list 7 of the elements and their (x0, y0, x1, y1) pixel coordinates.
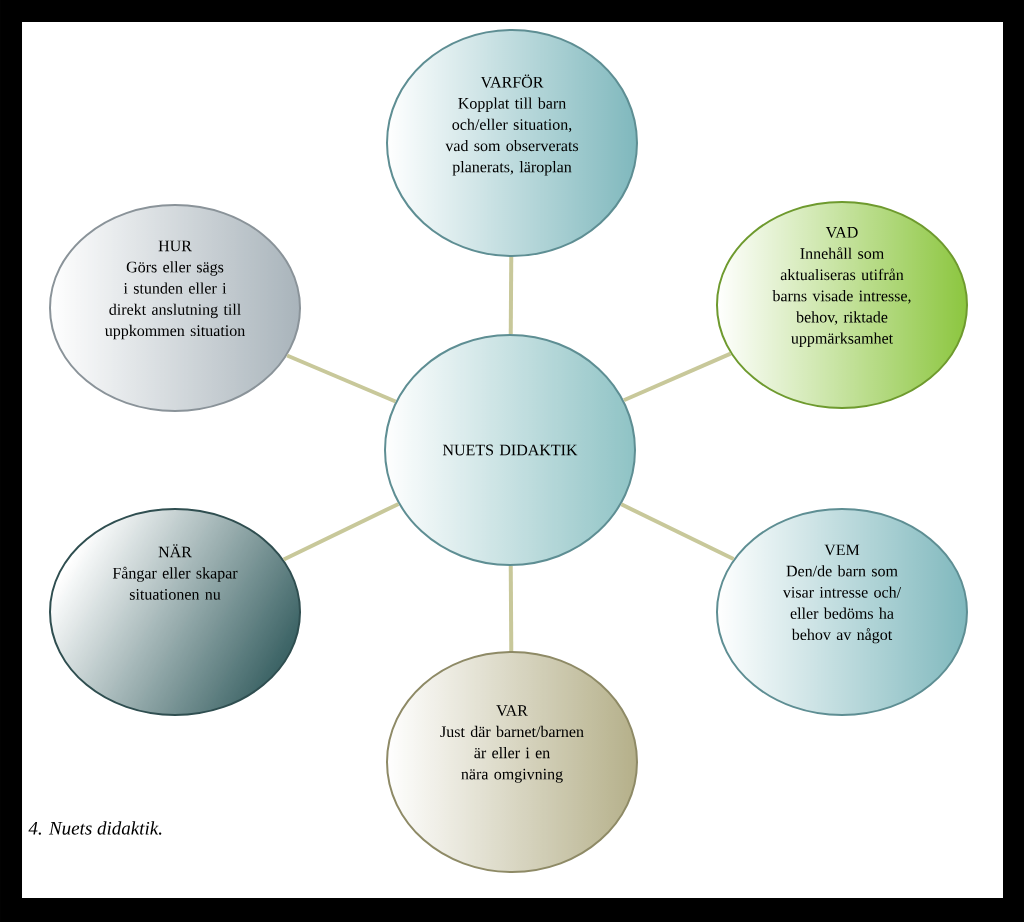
connector-line (508, 256, 514, 335)
caption: 4. Nuets didaktik. (28, 821, 162, 835)
connector-line (623, 351, 732, 403)
connector-line (286, 353, 397, 404)
connector-line (508, 565, 514, 651)
connector-line (620, 502, 735, 561)
connector-line (282, 502, 400, 562)
